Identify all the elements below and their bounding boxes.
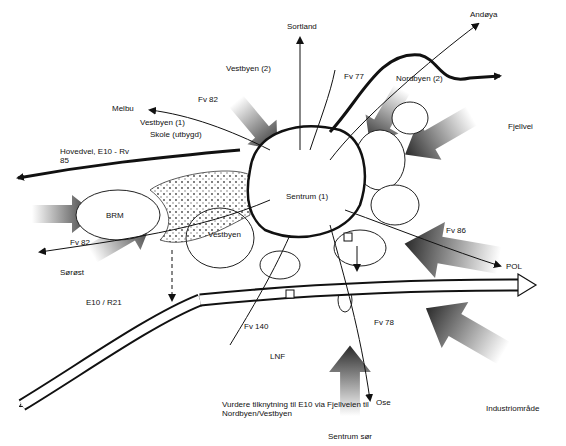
map-label: Fv 82 [198, 95, 218, 104]
area-name: Sentrum (1) [286, 192, 328, 201]
map-label: Sentrum sør [328, 432, 372, 441]
area-name: Vestbyen [208, 230, 241, 239]
map-label: Sortland [287, 22, 317, 31]
area-node: Vestbyen [205, 228, 244, 241]
area-node: Sentrum (1) [283, 190, 331, 203]
map-label: Vestbyen (2) [226, 64, 271, 73]
map-label: E10 / R21 [86, 298, 122, 307]
map-label: Vestbyen (1) [140, 118, 185, 127]
map-label: Fv 77 [344, 72, 364, 81]
map-label: POL [506, 262, 522, 271]
map-label: Melbu [112, 104, 134, 113]
map-label: Fv 78 [374, 318, 394, 327]
map-label: LNF [270, 352, 285, 361]
area-node: BRM [103, 209, 127, 222]
map-label: Fv 140 [244, 322, 268, 331]
map-label: Nordbyen (2) [396, 74, 443, 83]
map-label: Fv 86 [446, 226, 466, 235]
map-label: Sørøst [60, 268, 84, 277]
map-label: Fv 82 [70, 238, 90, 247]
map-label: Industriområde [486, 404, 539, 413]
map-label: Fjellvei [508, 122, 533, 131]
map-label: Ose [376, 398, 391, 407]
map-label: Hovedvei, E10 - Rv 85 [60, 147, 130, 165]
map-label: Skole (utbygd) [150, 130, 202, 139]
map-label: Andøya [470, 10, 498, 19]
area-name: BRM [106, 211, 124, 220]
map-label: Vurdere tilknytning til E10 via Fjellvei… [222, 400, 372, 418]
